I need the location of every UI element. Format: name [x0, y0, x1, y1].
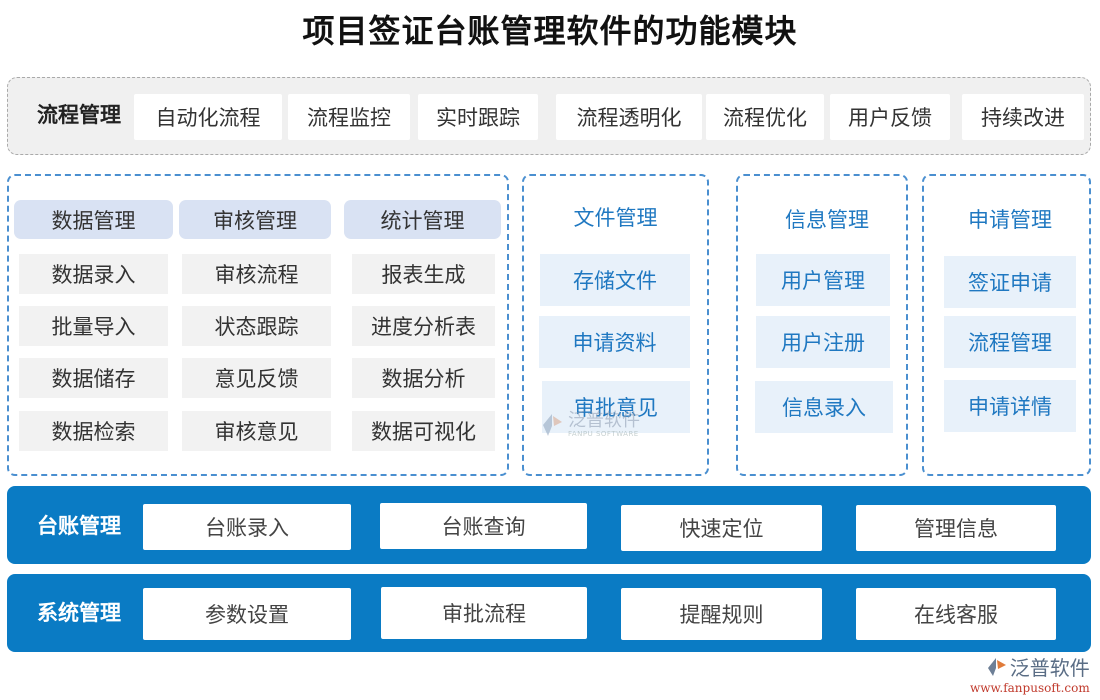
cell-data-storage[interactable]: 数据储存 — [19, 358, 168, 398]
cell-data-analysis[interactable]: 数据分析 — [352, 358, 495, 398]
cell-progress-analysis[interactable]: 进度分析表 — [352, 306, 495, 346]
cell-data-visualization[interactable]: 数据可视化 — [352, 411, 495, 451]
quick-locate-button[interactable]: 快速定位 — [621, 505, 822, 551]
process-item-tracking[interactable]: 实时跟踪 — [418, 94, 538, 140]
cell-status-tracking[interactable]: 状态跟踪 — [182, 306, 331, 346]
watermark-text: 泛普软件 — [568, 410, 640, 431]
page-title: 项目签证台账管理软件的功能模块 — [302, 12, 798, 50]
file-item-store[interactable]: 存储文件 — [540, 254, 690, 306]
process-item-monitor[interactable]: 流程监控 — [288, 94, 410, 140]
cell-data-retrieval[interactable]: 数据检索 — [19, 411, 168, 451]
process-item-feedback[interactable]: 用户反馈 — [830, 94, 950, 140]
process-item-automation[interactable]: 自动化流程 — [134, 94, 282, 140]
cell-data-entry[interactable]: 数据录入 — [19, 254, 168, 294]
system-label: 系统管理 — [37, 600, 121, 625]
apply-item-flow-management[interactable]: 流程管理 — [944, 316, 1076, 368]
param-settings-button[interactable]: 参数设置 — [143, 588, 351, 640]
apply-module-group — [922, 174, 1091, 476]
cell-review-flow[interactable]: 审核流程 — [182, 254, 331, 294]
brand-logo: 泛普软件 www.fanpusoft.com — [970, 652, 1090, 695]
info-item-user-management[interactable]: 用户管理 — [756, 254, 890, 306]
ledger-query-button[interactable]: 台账查询 — [380, 503, 587, 549]
info-group-header: 信息管理 — [785, 208, 869, 232]
file-module-group — [522, 174, 709, 476]
cell-report-generation[interactable]: 报表生成 — [352, 254, 495, 294]
file-item-approval-opinion[interactable]: 审批意见 — [542, 381, 690, 433]
header-statistics-management[interactable]: 统计管理 — [344, 200, 501, 239]
watermark: 泛普软件 FANPU SOFTWARE — [540, 412, 640, 438]
process-item-transparency[interactable]: 流程透明化 — [556, 94, 702, 140]
file-item-apply-docs[interactable]: 申请资料 — [539, 316, 690, 368]
watermark-sub: FANPU SOFTWARE — [568, 430, 639, 438]
manage-info-button[interactable]: 管理信息 — [856, 505, 1056, 551]
cell-review-opinion[interactable]: 审核意见 — [182, 411, 331, 451]
online-support-button[interactable]: 在线客服 — [856, 588, 1056, 640]
apply-group-header: 申请管理 — [968, 208, 1052, 232]
process-label: 流程管理 — [37, 102, 121, 127]
reminder-rules-button[interactable]: 提醒规则 — [621, 588, 822, 640]
logo-text: 泛普软件 — [1009, 656, 1090, 680]
info-item-user-register[interactable]: 用户注册 — [756, 316, 890, 368]
logo-url: www.fanpusoft.com — [970, 681, 1090, 695]
ledger-entry-button[interactable]: 台账录入 — [143, 504, 351, 550]
info-module-group — [736, 174, 908, 476]
apply-item-details[interactable]: 申请详情 — [944, 380, 1076, 432]
ledger-label: 台账管理 — [37, 513, 121, 538]
fanpu-brand-icon — [987, 657, 1006, 676]
fanpu-logo-icon — [543, 414, 562, 436]
file-group-header: 文件管理 — [573, 206, 658, 230]
info-item-info-entry[interactable]: 信息录入 — [755, 381, 893, 433]
cell-batch-import[interactable]: 批量导入 — [19, 306, 168, 346]
cell-opinion-feedback[interactable]: 意见反馈 — [182, 358, 331, 398]
header-review-management[interactable]: 审核管理 — [179, 200, 331, 239]
process-item-optimize[interactable]: 流程优化 — [706, 94, 824, 140]
apply-item-visa-apply[interactable]: 签证申请 — [944, 256, 1076, 308]
left-module-group — [7, 174, 509, 476]
approval-flow-button[interactable]: 审批流程 — [381, 587, 587, 639]
process-item-improve[interactable]: 持续改进 — [962, 94, 1084, 140]
header-data-management[interactable]: 数据管理 — [14, 200, 173, 239]
